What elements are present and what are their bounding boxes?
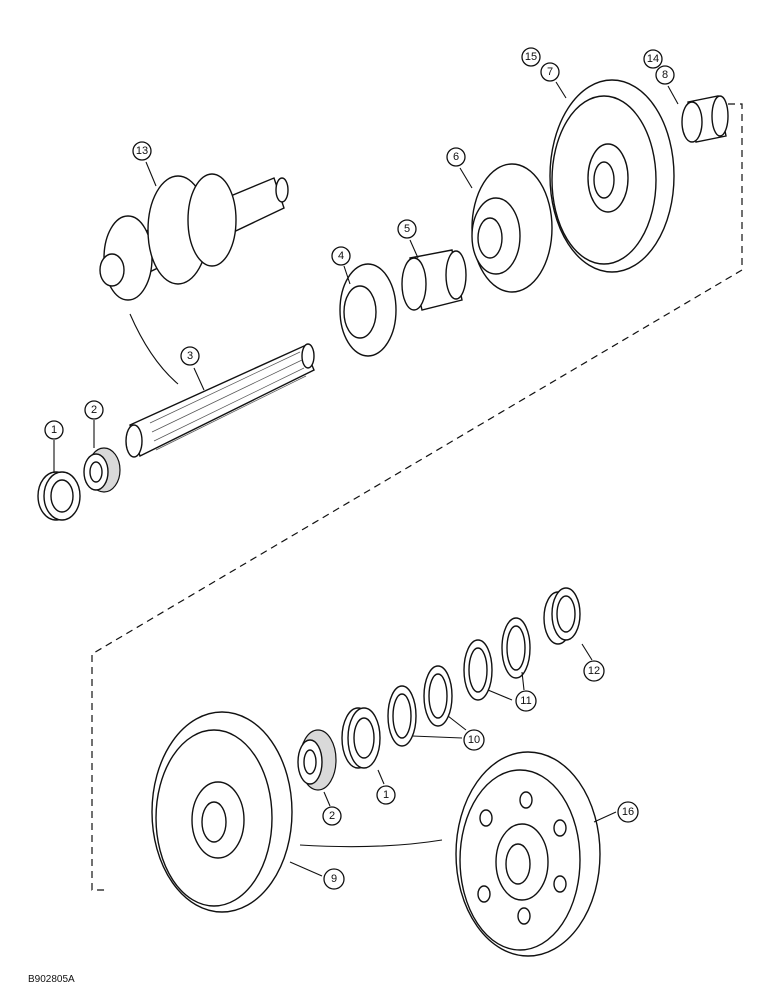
svg-text:1: 1 [383, 789, 389, 801]
svg-text:4: 4 [338, 250, 344, 262]
svg-text:16: 16 [622, 806, 634, 818]
gear-small [339, 263, 397, 357]
leader-10a [411, 735, 463, 739]
leader-11a [487, 689, 513, 701]
callout-6: 6 [446, 147, 466, 167]
bushing [401, 249, 467, 311]
svg-text:15: 15 [525, 51, 537, 63]
callout-1-upper: 1 [44, 420, 64, 440]
callout-13: 13 [132, 141, 152, 161]
leader-12 [581, 643, 593, 661]
large-gear-with-holes [455, 751, 601, 957]
leader-11b [521, 671, 525, 691]
callout-1-lower: 1 [376, 785, 396, 805]
bearing-cup-upper [37, 471, 81, 521]
svg-text:5: 5 [404, 223, 410, 235]
svg-text:1: 1 [51, 424, 57, 436]
callout-15: 15 [521, 47, 541, 67]
shims [387, 665, 453, 747]
svg-text:6: 6 [453, 151, 459, 163]
assembly-dashed-line [91, 103, 743, 891]
gear-with-hub [471, 163, 553, 293]
callout-16: 16 [617, 801, 639, 823]
leader-1b [377, 769, 385, 785]
connection-curve-lower [299, 839, 443, 848]
callout-2-upper: 2 [84, 400, 104, 420]
callout-11: 11 [515, 690, 537, 712]
leader-5 [409, 239, 419, 259]
connection-curve-upper [129, 313, 179, 385]
cluster-gear-shaft [99, 173, 289, 301]
leader-4 [343, 265, 351, 285]
leader-10b [447, 715, 467, 731]
large-gear-upper [549, 79, 675, 273]
svg-text:10: 10 [468, 734, 480, 746]
svg-text:2: 2 [91, 404, 97, 416]
callout-5: 5 [397, 219, 417, 239]
splined-shaft [125, 343, 315, 458]
callout-10: 10 [463, 729, 485, 751]
bearing-cup-lower [341, 707, 381, 769]
callout-7: 7 [540, 62, 560, 82]
callout-3: 3 [180, 346, 200, 366]
callout-14: 14 [643, 49, 663, 69]
svg-text:11: 11 [520, 695, 531, 707]
bearing-cup-end [543, 587, 581, 645]
svg-text:13: 13 [136, 145, 148, 157]
callout-4: 4 [331, 246, 351, 266]
svg-text:12: 12 [588, 665, 600, 677]
shims-outer [463, 617, 531, 701]
svg-text:3: 3 [187, 350, 193, 362]
svg-text:8: 8 [662, 69, 668, 81]
callout-2-lower: 2 [322, 806, 342, 826]
callout-8: 8 [655, 65, 675, 85]
leader-8 [667, 85, 679, 105]
leader-13 [145, 161, 157, 187]
svg-text:9: 9 [331, 873, 337, 885]
leader-6 [459, 167, 473, 189]
svg-text:2: 2 [329, 810, 335, 822]
callout-12: 12 [583, 660, 605, 682]
bearing-cone-lower [297, 729, 337, 791]
svg-text:7: 7 [547, 66, 553, 78]
leader-2b [323, 791, 331, 807]
callout-9: 9 [323, 868, 345, 890]
figure-id: B902805A [28, 974, 75, 985]
large-gear-lower-left [151, 711, 293, 913]
svg-text:14: 14 [647, 53, 659, 65]
sleeve [681, 95, 729, 143]
leader-3 [193, 367, 205, 391]
leader-9 [289, 861, 323, 877]
bearing-cone-upper [83, 447, 121, 493]
leader-7 [555, 81, 567, 99]
leader-16 [593, 811, 617, 823]
